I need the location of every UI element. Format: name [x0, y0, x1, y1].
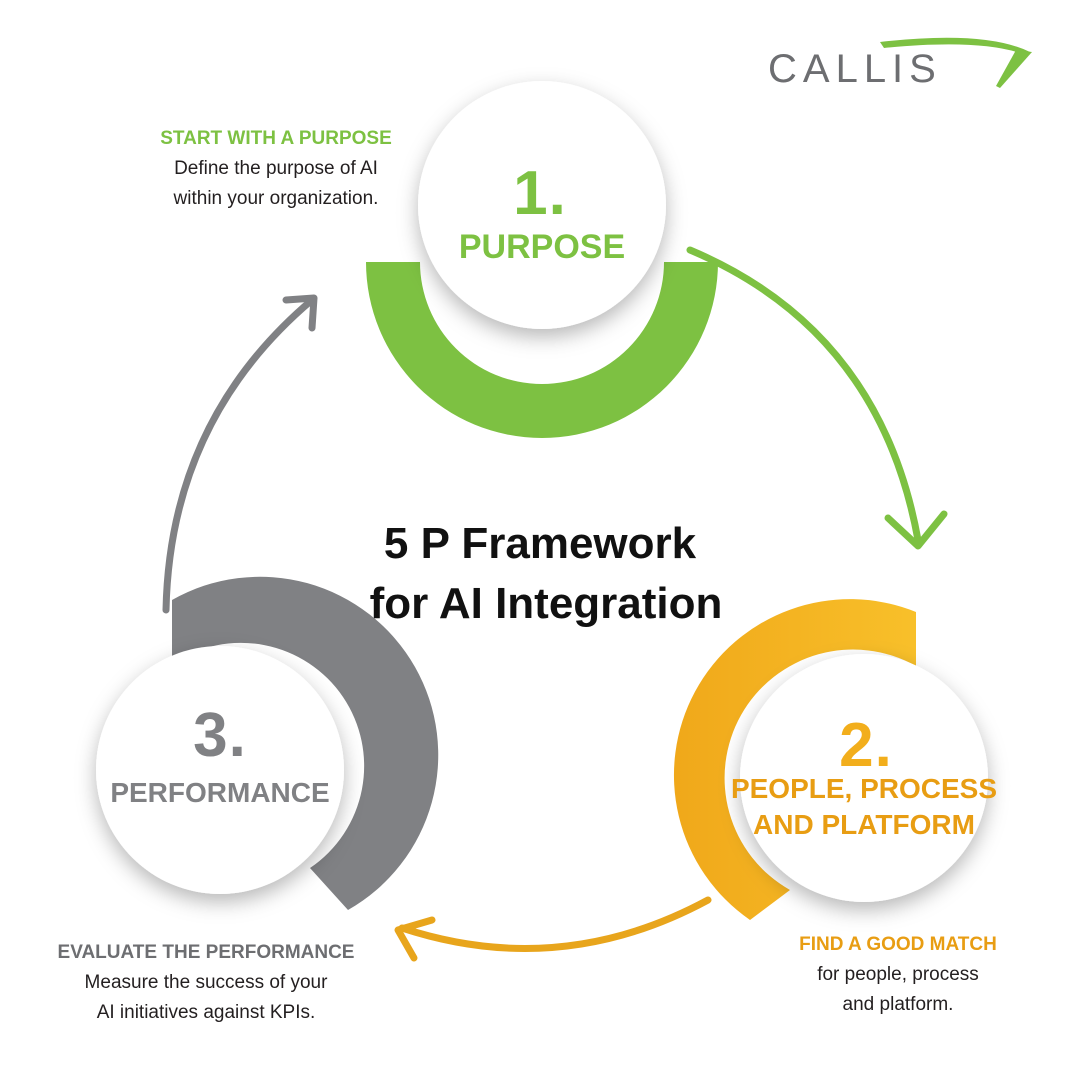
people-circle — [740, 654, 988, 902]
purpose-circle — [418, 81, 666, 329]
caption-2-line-2: and platform. — [843, 994, 954, 1015]
step-3-number: 3. — [193, 701, 247, 770]
brand-name: CALLIS — [768, 47, 942, 91]
caption-1-line-1: Define the purpose of AI — [174, 158, 378, 179]
arrow-purpose-to-people-head-icon — [884, 510, 948, 550]
caption-1-title: START WITH A PURPOSE — [160, 128, 392, 149]
people-ring — [673, 599, 916, 920]
step-1-label: PURPOSE — [459, 228, 625, 266]
step-1-number: 1. — [513, 159, 567, 228]
center-title: 5 P Framework for AI Integration — [370, 519, 723, 628]
arrow-performance-to-purpose-head-icon — [282, 294, 318, 332]
step-2-number: 2. — [839, 711, 893, 780]
caption-2-title: FIND A GOOD MATCH — [799, 934, 997, 955]
title-line-2: for AI Integration — [370, 579, 723, 628]
step-3: 3. PERFORMANCE — [110, 701, 329, 808]
caption-1-line-2: within your organization. — [173, 188, 379, 209]
caption-3-line-2: AI initiatives against KPIs. — [97, 1002, 316, 1023]
step-2: 2. PEOPLE, PROCESS AND PLATFORM — [731, 711, 997, 840]
step-1: 1. PURPOSE — [459, 159, 625, 266]
title-line-1: 5 P Framework — [384, 519, 697, 568]
cycle-arrows — [162, 246, 948, 962]
performance-circle — [96, 646, 344, 894]
arrow-performance-to-purpose — [162, 296, 316, 614]
arrow-people-to-performance — [398, 896, 712, 952]
caption-step-1: START WITH A PURPOSE Define the purpose … — [160, 128, 392, 209]
caption-3-line-1: Measure the success of your — [85, 972, 329, 993]
caption-step-2: FIND A GOOD MATCH for people, process an… — [799, 934, 997, 1015]
step-2-label-line-2: AND PLATFORM — [753, 809, 975, 840]
step-rings — [172, 262, 916, 920]
purpose-ring — [366, 262, 718, 438]
callis-logo: CALLIS — [768, 37, 1032, 91]
caption-2-line-1: for people, process — [817, 964, 979, 985]
caption-3-title: EVALUATE THE PERFORMANCE — [58, 942, 355, 963]
step-2-label-line-1: PEOPLE, PROCESS — [731, 773, 997, 804]
arrow-purpose-to-people — [686, 246, 922, 544]
caption-step-3: EVALUATE THE PERFORMANCE Measure the suc… — [58, 942, 355, 1023]
step-3-label: PERFORMANCE — [110, 777, 329, 808]
arrow-people-to-performance-head-icon — [394, 916, 436, 962]
logo-swoosh-icon — [880, 37, 1030, 56]
performance-ring — [172, 576, 439, 910]
logo-tick-icon — [996, 50, 1032, 88]
step-circles — [96, 81, 988, 902]
